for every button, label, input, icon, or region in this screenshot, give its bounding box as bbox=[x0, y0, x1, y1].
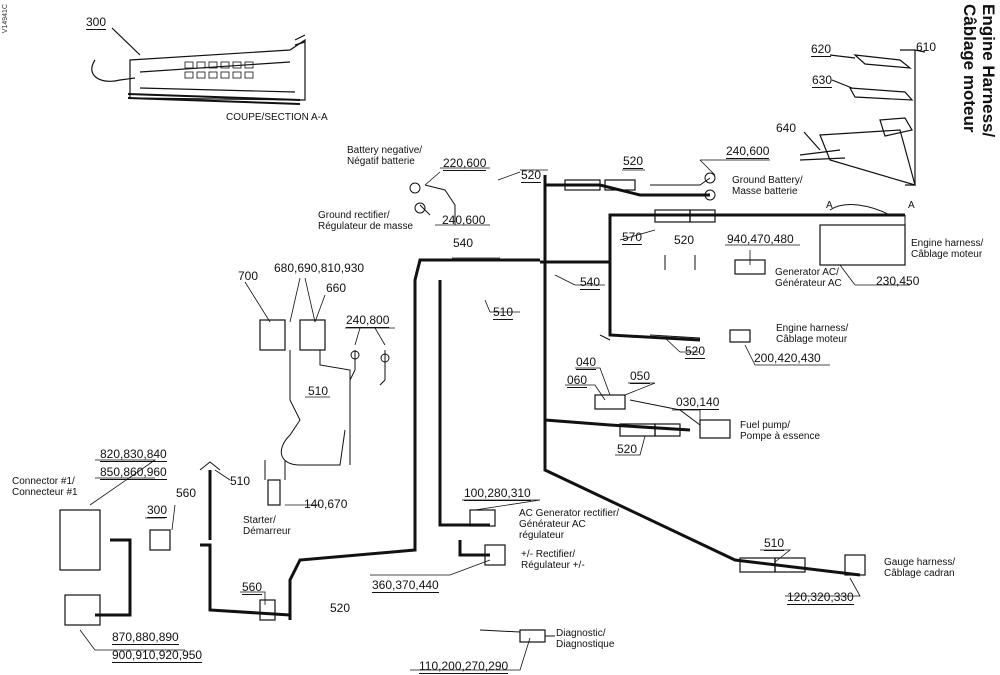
callout-line: Diagnostic/ bbox=[556, 628, 606, 639]
part-label-610: 610 bbox=[916, 40, 937, 54]
callout-line: Câblage moteur bbox=[911, 249, 983, 260]
title-line-1: Engine Harness/ bbox=[979, 4, 998, 138]
callout-starter: Starter/ Démarreur bbox=[243, 515, 291, 537]
part-label-240-800: 240,800 bbox=[346, 313, 390, 328]
callout-line: Générateur AC bbox=[775, 278, 842, 289]
diagram-title: Engine Harness/ Câblage moteur bbox=[960, 4, 998, 137]
part-label-700: 700 bbox=[238, 269, 259, 283]
callout-ground-rectifier: Ground rectifier/ Régulateur de masse bbox=[318, 210, 413, 232]
part-label-110-200-270-290: 110,200,270,290 bbox=[419, 659, 509, 674]
part-label-220-600: 220,600 bbox=[443, 156, 487, 171]
callout-line: Gauge harness/ bbox=[884, 557, 956, 568]
part-label-510-c: 510 bbox=[230, 474, 251, 488]
part-label-560-b: 560 bbox=[242, 580, 263, 595]
callout-engine-harness-1: Engine harness/ Câblage moteur bbox=[911, 238, 983, 260]
part-label-510-d: 510 bbox=[764, 536, 785, 551]
callout-line: Connecteur #1 bbox=[12, 487, 78, 498]
main-harness-trunk bbox=[95, 175, 905, 620]
wire-leads bbox=[199, 177, 906, 637]
callout-line: Diagnostique bbox=[556, 639, 615, 650]
part-label-520-f: 520 bbox=[330, 601, 351, 615]
part-label-570: 570 bbox=[622, 230, 643, 245]
section-mark-a-right: A bbox=[908, 200, 915, 211]
callout-line: Pompe à essence bbox=[740, 431, 821, 442]
callout-engine-harness-2: Engine harness/ Câblage moteur bbox=[776, 323, 848, 345]
callout-line: Générateur AC bbox=[519, 519, 586, 530]
connector-block-drawing bbox=[799, 49, 926, 186]
part-label-040: 040 bbox=[576, 355, 597, 370]
part-label-660: 660 bbox=[326, 281, 347, 295]
callout-line: Câblage moteur bbox=[776, 334, 848, 345]
callout-gauge-harness: Gauge harness/ Câblage cadran bbox=[884, 557, 955, 579]
callout-line: Régulateur +/- bbox=[521, 560, 585, 571]
part-label-560-a: 560 bbox=[176, 486, 197, 500]
section-aa-connector-drawing bbox=[91, 27, 306, 105]
title-line-2: Câblage moteur bbox=[960, 4, 979, 133]
part-label-540-b: 540 bbox=[580, 275, 601, 290]
callout-line: Connector #1/ bbox=[12, 476, 75, 487]
callout-line: +/- Rectifier/ bbox=[521, 549, 576, 560]
callout-diagnostic: Diagnostic/ Diagnostique bbox=[556, 628, 614, 650]
ground-terminals bbox=[350, 172, 716, 363]
callout-line: Négatif batterie bbox=[347, 156, 415, 167]
part-label-060: 060 bbox=[567, 373, 588, 388]
callout-line: régulateur bbox=[519, 530, 565, 541]
callout-rectifier: +/- Rectifier/ Régulateur +/- bbox=[521, 549, 585, 571]
part-label-230-450: 230,450 bbox=[876, 274, 920, 288]
part-label-360-370-440: 360,370,440 bbox=[372, 578, 439, 593]
part-label-620: 620 bbox=[811, 42, 832, 57]
callout-line: Starter/ bbox=[243, 515, 276, 526]
part-label-820-830-840: 820,830,840 bbox=[100, 447, 167, 462]
callout-connector-1: Connector #1/ Connecteur #1 bbox=[12, 476, 78, 498]
part-label-030-140: 030,140 bbox=[676, 395, 720, 410]
callout-generator-ac: Generator AC/ Générateur AC bbox=[775, 267, 842, 289]
callout-line: Generator AC/ bbox=[775, 267, 839, 278]
part-label-850-860-960: 850,860,960 bbox=[100, 465, 167, 480]
callout-line: AC Generator rectifier/ bbox=[519, 508, 620, 519]
part-label-630: 630 bbox=[812, 73, 833, 88]
part-label-520-d: 520 bbox=[685, 344, 706, 359]
part-label-200-420-430: 200,420,430 bbox=[754, 351, 821, 365]
part-label-940-470-480: 940,470,480 bbox=[727, 232, 794, 246]
part-label-120-320-330: 120,320,330 bbox=[787, 590, 854, 605]
part-label-520-c: 520 bbox=[674, 233, 695, 247]
callout-line: Masse batterie bbox=[732, 186, 798, 197]
callout-line: Démarreur bbox=[243, 526, 291, 537]
part-label-520-e: 520 bbox=[617, 442, 638, 456]
callout-line: Ground Battery/ bbox=[732, 175, 803, 186]
callout-line: Fuel pump/ bbox=[740, 420, 791, 431]
part-label-540-a: 540 bbox=[453, 236, 474, 250]
part-label-300-b: 300 bbox=[147, 503, 168, 518]
part-label-100-280-310: 100,280,310 bbox=[464, 486, 531, 501]
part-label-240-600-b: 240,600 bbox=[726, 144, 770, 159]
callout-fuel-pump: Fuel pump/ Pompe à essence bbox=[740, 420, 820, 442]
harness-sleeves bbox=[59, 179, 906, 643]
leader-lines bbox=[79, 159, 910, 671]
callout-line: Régulateur de masse bbox=[318, 221, 414, 232]
callout-line: Battery negative/ bbox=[347, 145, 423, 156]
callout-line: Câblage cadran bbox=[884, 568, 955, 579]
part-label-140-670: 140,670 bbox=[304, 497, 348, 511]
callout-line: Engine harness/ bbox=[911, 238, 984, 249]
callout-ground-battery: Ground Battery/ Masse batterie bbox=[732, 175, 803, 197]
part-label-520-b: 520 bbox=[623, 154, 644, 169]
callout-line: Engine harness/ bbox=[776, 323, 849, 334]
part-label-680-690-810-930: 680,690,810,930 bbox=[274, 261, 365, 275]
callout-battery-negative: Battery negative/ Négatif batterie bbox=[347, 145, 422, 167]
part-label-510-a: 510 bbox=[308, 384, 329, 398]
part-label-240-600-a: 240,600 bbox=[442, 213, 486, 227]
callout-line: Ground rectifier/ bbox=[318, 210, 390, 221]
section-mark-a-left: A bbox=[826, 200, 833, 211]
callout-ac-generator-rectifier: AC Generator rectifier/ Générateur AC ré… bbox=[519, 508, 619, 541]
part-label-300: 300 bbox=[86, 15, 107, 30]
part-label-510-b: 510 bbox=[493, 305, 514, 320]
part-label-050: 050 bbox=[630, 369, 651, 384]
section-label: COUPE/SECTION A-A bbox=[226, 112, 328, 123]
part-label-870-880-890: 870,880,890 bbox=[112, 630, 179, 645]
part-label-640: 640 bbox=[776, 121, 797, 135]
part-label-900-910-920-950: 900,910,920,950 bbox=[112, 648, 203, 663]
part-label-520-a: 520 bbox=[521, 168, 542, 183]
drawing-code: V14941C bbox=[2, 4, 9, 34]
